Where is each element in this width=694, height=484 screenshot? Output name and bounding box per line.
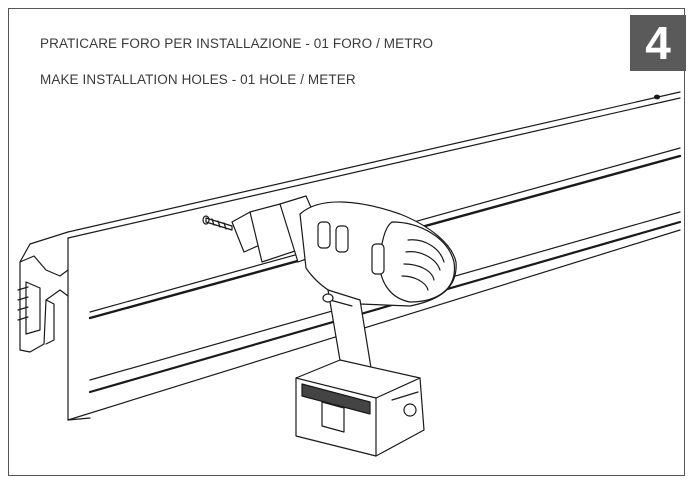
step-number-badge: 4 <box>630 15 686 71</box>
cordless-drill <box>231 195 457 457</box>
drill-bit <box>202 215 233 231</box>
instruction-english: MAKE INSTALLATION HOLES - 01 HOLE / METE… <box>40 72 356 87</box>
instruction-italian: PRATICARE FORO PER INSTALLAZIONE - 01 FO… <box>40 36 434 51</box>
